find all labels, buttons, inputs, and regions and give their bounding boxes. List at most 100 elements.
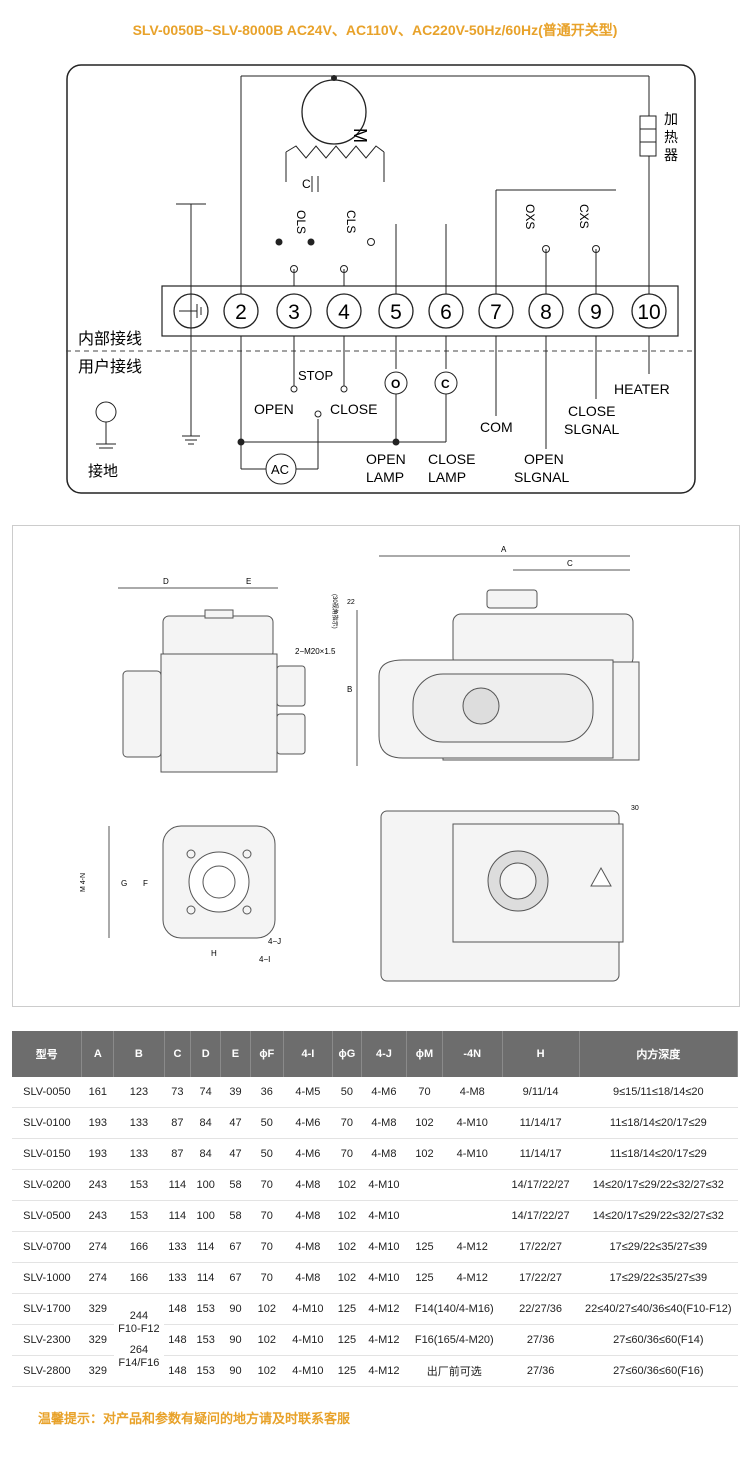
table-cell: 153 — [190, 1293, 221, 1325]
table-cell: 84 — [190, 1138, 221, 1170]
table-cell: 4-M10 — [361, 1200, 407, 1232]
table-cell: 114 — [164, 1169, 191, 1201]
close-signal-label-1: CLOSE — [568, 403, 615, 419]
table-cell: 67 — [220, 1231, 251, 1263]
model-cell: SLV-0100 — [12, 1107, 82, 1139]
dim-4i-label: 4−I — [259, 955, 270, 964]
col-header: E — [220, 1031, 251, 1077]
dim-22-label: 22 — [347, 599, 355, 606]
table-cell: 102 — [406, 1107, 443, 1139]
table-cell: 47 — [220, 1138, 251, 1170]
user-wiring-label: 用户接线 — [78, 358, 142, 376]
dim-h-label: H — [211, 949, 217, 958]
table-cell: 70 — [406, 1077, 443, 1108]
col-header: A — [81, 1031, 115, 1077]
table-header-row: 型号 A B C D E ϕF 4-I ϕG 4-J ϕM -4N H 内方深度 — [12, 1031, 739, 1077]
table-cell: 114 — [164, 1200, 191, 1232]
table-cell: 11/14/17 — [502, 1107, 580, 1139]
table-cell: 4-M10 — [361, 1231, 407, 1263]
col-header: ϕG — [332, 1031, 362, 1077]
table-cell: 4-M10 — [442, 1107, 503, 1139]
dim-m20-label: 2−M20×1.5 — [295, 647, 336, 656]
table-cell: 11≤18/14≤20/17≤29 — [579, 1107, 738, 1139]
table-cell: 100 — [190, 1200, 221, 1232]
terminal-number: 4 — [338, 301, 350, 324]
table-cell: 84 — [190, 1107, 221, 1139]
table-cell: 22≤40/27≤40/36≤40(F10-F12) — [579, 1293, 738, 1325]
table-cell: 4-M10 — [283, 1355, 333, 1387]
table-cell: 17≤29/22≤35/27≤39 — [579, 1262, 738, 1294]
table-cell: F16(165/4-M20) — [406, 1324, 503, 1356]
table-cell: 11≤18/14≤20/17≤29 — [579, 1138, 738, 1170]
table-cell: 74 — [190, 1077, 221, 1108]
table-cell: 148 — [164, 1293, 191, 1325]
table-cell: 4-M8 — [283, 1200, 333, 1232]
table-cell — [406, 1200, 443, 1232]
table-cell: 329 — [81, 1293, 114, 1325]
dim-30-label: 30 — [631, 805, 639, 812]
table-cell: 90 — [220, 1293, 251, 1325]
col-header: C — [164, 1031, 192, 1077]
table-cell: 70 — [250, 1169, 284, 1201]
table-cell: 14/17/22/27 — [502, 1200, 580, 1232]
table-cell: 102 — [332, 1200, 362, 1232]
table-cell: 153 — [113, 1169, 165, 1201]
table-cell: 161 — [81, 1077, 114, 1108]
table-cell: 39 — [220, 1077, 251, 1108]
table-cell: 70 — [250, 1200, 284, 1232]
table-cell: 50 — [332, 1077, 362, 1108]
contact-note: 温馨提示：对产品和参数有疑问的地方请及时联系客服 — [38, 1412, 351, 1427]
table-cell: 4-M6 — [283, 1107, 333, 1139]
open-label: OPEN — [254, 401, 294, 417]
cls-label: CLS — [344, 210, 358, 233]
table-cell: 153 — [190, 1324, 221, 1356]
table-cell: 4-M12 — [361, 1324, 407, 1356]
terminal-number: 5 — [390, 301, 402, 324]
table-cell: 9≤15/11≤18/14≤20 — [579, 1077, 738, 1108]
table-cell: F14(140/4-M16) — [406, 1293, 503, 1325]
close-lamp-label-2: LAMP — [428, 469, 466, 485]
table-cell: 58 — [220, 1169, 251, 1201]
table-cell: 17≤29/22≤35/27≤39 — [579, 1231, 738, 1263]
dim-e-label: E — [246, 577, 251, 586]
b-value: 264 — [129, 1344, 149, 1356]
table-cell: 102 — [250, 1355, 284, 1387]
table-cell: 102 — [332, 1169, 362, 1201]
col-header: 型号 — [12, 1031, 83, 1077]
close-signal-label-2: SLGNAL — [564, 421, 619, 437]
ols-label: OLS — [294, 210, 308, 234]
table-cell: 4-M12 — [361, 1293, 407, 1325]
table-cell: 166 — [113, 1231, 165, 1263]
dimension-drawings: D E 2−M20×1.5 A C B 22 (30视角指示) M 4-N G … — [12, 525, 740, 1007]
table-cell: 22/27/36 — [502, 1293, 580, 1325]
table-cell: 4-M10 — [283, 1293, 333, 1325]
table-cell: 148 — [164, 1355, 191, 1387]
table-cell: 14≤20/17≤29/22≤32/27≤32 — [579, 1169, 738, 1201]
close-lamp-label-1: CLOSE — [428, 451, 475, 467]
table-cell: 274 — [81, 1262, 114, 1294]
internal-wiring-label: 内部接线 — [78, 330, 142, 348]
table-cell: 87 — [164, 1107, 191, 1139]
table-cell: 4-M8 — [361, 1107, 407, 1139]
oxs-label: OXS — [523, 204, 537, 229]
model-cell: SLV-0500 — [12, 1200, 82, 1232]
table-cell: 17/22/27 — [502, 1231, 580, 1263]
heater-label: HEATER — [614, 381, 670, 397]
stop-label: STOP — [298, 368, 333, 383]
table-cell: 50 — [250, 1138, 284, 1170]
table-cell: 125 — [406, 1262, 443, 1294]
table-cell: 4-M10 — [361, 1262, 407, 1294]
terminal-number: 2 — [235, 301, 247, 324]
col-header: -4N — [442, 1031, 503, 1077]
col-header: ϕF — [250, 1031, 284, 1077]
table-cell — [442, 1169, 503, 1201]
b-value: F10-F12 — [118, 1323, 160, 1335]
col-header: 4-J — [361, 1031, 408, 1077]
table-cell: 133 — [164, 1231, 191, 1263]
table-cell: 114 — [190, 1262, 221, 1294]
